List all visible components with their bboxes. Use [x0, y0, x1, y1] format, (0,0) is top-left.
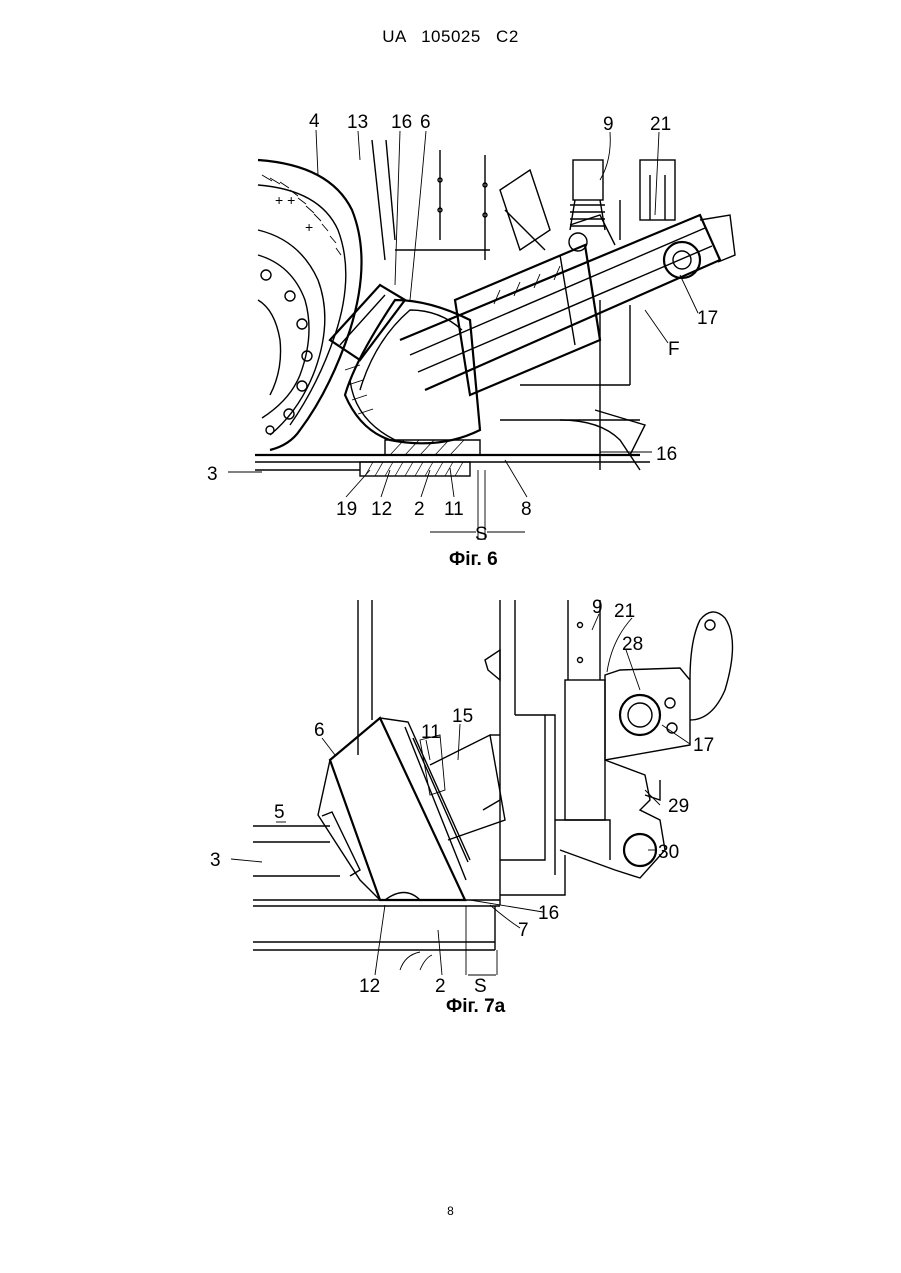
- fig6-label-17: 17: [697, 308, 718, 329]
- page-number: 8: [0, 1204, 901, 1218]
- fig6-label-11: 11: [444, 499, 464, 520]
- fig6-label-16: 16: [391, 112, 412, 133]
- fig6-label-3: 3: [207, 464, 218, 485]
- svg-text:+: +: [305, 219, 313, 235]
- fig6-label-9: 9: [603, 114, 614, 135]
- fig6-label-16-right: 16: [656, 444, 677, 465]
- fig6-label-21: 21: [650, 114, 671, 135]
- fig6-label-2: 2: [414, 499, 425, 520]
- figure-7a-caption: Фіг. 7a: [446, 996, 505, 1018]
- fig6-wheel: + + +: [258, 160, 362, 450]
- fig6-label-12: 12: [371, 499, 392, 520]
- fig6-label-6: 6: [420, 112, 431, 133]
- figure-6-caption: Фіг. 6: [449, 549, 498, 571]
- fig6-shaft: [400, 215, 735, 395]
- fig6-label-F: F: [668, 339, 680, 360]
- fig6-label-S: S: [475, 524, 488, 545]
- svg-text:+ +: + +: [275, 192, 295, 208]
- fig6-label-19: 19: [336, 499, 357, 520]
- fig6-leader-lines: [228, 130, 698, 540]
- fig6-label-4: 4: [309, 111, 320, 132]
- fig6-frame: [255, 140, 650, 476]
- fig6-label-13: 13: [347, 112, 368, 133]
- fig6-label-8: 8: [521, 499, 532, 520]
